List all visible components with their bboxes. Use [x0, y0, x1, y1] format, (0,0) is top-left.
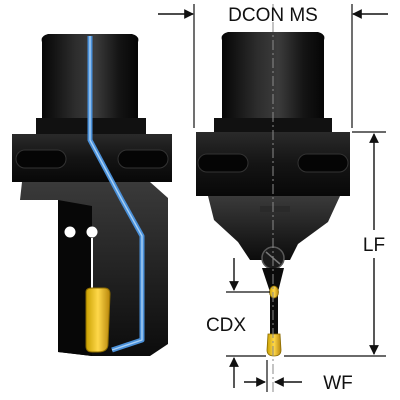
- side-insert: [85, 287, 111, 353]
- clamp-hole-2: [86, 226, 98, 238]
- front-blade: [208, 196, 340, 260]
- dcon-ms-label: DCON MS: [228, 5, 318, 26]
- cdx-label: CDX: [206, 315, 246, 336]
- front-insert-top: [269, 285, 279, 299]
- lf-label: LF: [363, 235, 385, 256]
- side-view: [12, 34, 172, 356]
- front-view: [196, 4, 350, 392]
- front-flange: [196, 132, 350, 196]
- side-flange-slot-right: [117, 149, 169, 169]
- side-flange: [12, 134, 172, 182]
- side-flange-slot-left: [15, 149, 67, 169]
- wf-label: WF: [323, 373, 353, 394]
- front-flange-slot-left: [197, 153, 249, 173]
- front-neck: [262, 268, 284, 346]
- clamp-hole-1: [64, 226, 76, 238]
- dimensions: DCON MS LF CDX WF: [158, 4, 388, 394]
- front-insert-bottom: [266, 333, 282, 357]
- side-blade-shadow: [58, 200, 92, 356]
- front-flange-slot-right: [297, 153, 349, 173]
- side-blade: [20, 182, 168, 356]
